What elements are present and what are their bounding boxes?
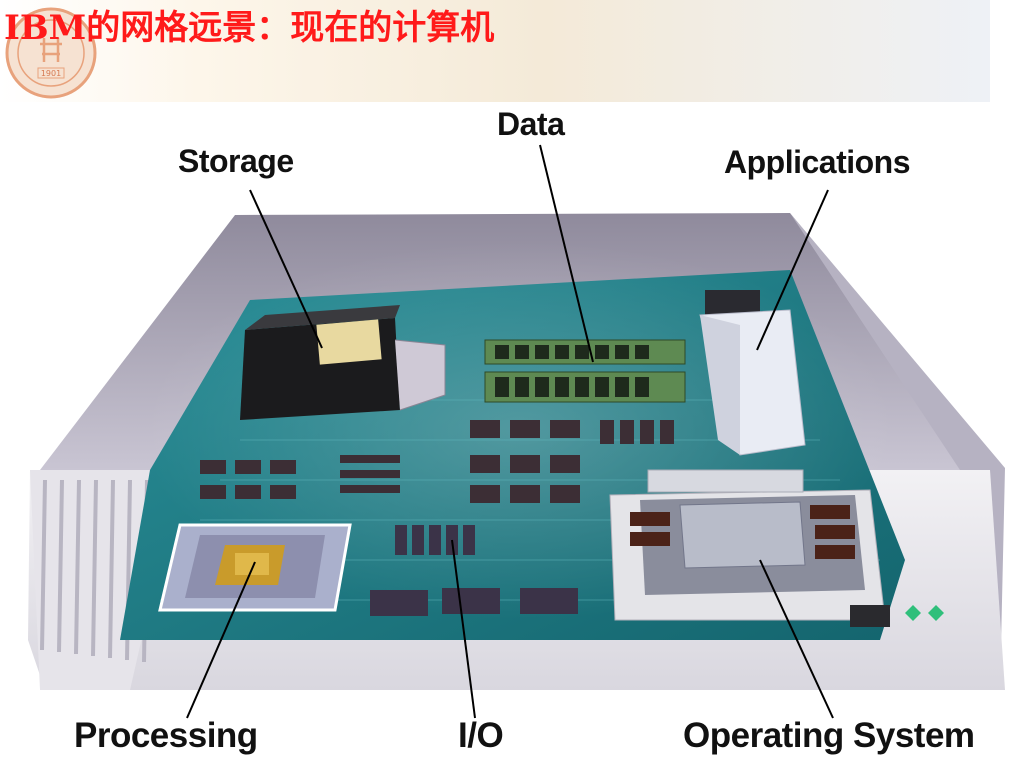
label-applications: Applications — [724, 144, 911, 180]
leader-processing — [186, 561, 256, 719]
leader-lines — [186, 144, 834, 719]
header-band-right — [990, 0, 1024, 102]
leader-io — [451, 539, 476, 719]
label-operating-system: Operating System — [683, 716, 975, 755]
drive-bay-slot — [850, 605, 890, 627]
slide-title: IBM的网格远景：现在的计算机 — [4, 8, 494, 48]
applications-card — [699, 290, 806, 456]
board-chips — [200, 420, 674, 503]
label-io: I/O — [458, 716, 504, 755]
title-rest: 的网格远景：现在的计算机 — [86, 8, 495, 48]
processor-chip — [158, 523, 352, 612]
computer-diagram — [28, 144, 1005, 719]
title-prefix: IBM — [4, 8, 87, 48]
label-data: Data — [497, 106, 565, 142]
leader-applications — [756, 189, 829, 351]
io-chips — [370, 525, 578, 616]
header-band — [0, 0, 990, 102]
label-processing: Processing — [74, 716, 258, 755]
label-storage: Storage — [178, 143, 294, 179]
leader-os — [759, 559, 834, 719]
status-led — [928, 605, 944, 621]
memory-modules — [484, 339, 686, 403]
storage-drive — [240, 305, 446, 420]
status-led — [905, 605, 921, 621]
os-module — [609, 469, 886, 621]
leader-storage — [249, 189, 323, 349]
logo-year: 1901 — [41, 69, 61, 78]
university-seal-logo: 1901 — [5, 7, 97, 99]
leader-data — [539, 144, 594, 363]
